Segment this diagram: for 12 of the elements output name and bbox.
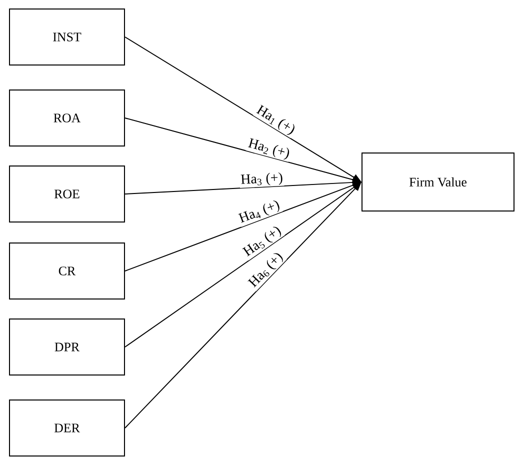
variable-box: ROA [9, 90, 125, 146]
variable-box: Firm Value [362, 152, 514, 212]
edge-label: Ha$_{3}$ (+) [240, 172, 282, 186]
variable-box: DER [9, 400, 125, 456]
edge-label: Ha$_{1}$ (+) [256, 104, 294, 135]
variable-box: DPR [9, 318, 125, 376]
edge-label: Ha$_{4}$ (+) [238, 200, 280, 223]
variable-box: ROE [9, 166, 125, 222]
arrow [124, 182, 362, 428]
edge-label: Ha$_{2}$ (+) [248, 138, 290, 160]
variable-box: INST [9, 8, 125, 66]
variable-box: CR [9, 242, 125, 300]
